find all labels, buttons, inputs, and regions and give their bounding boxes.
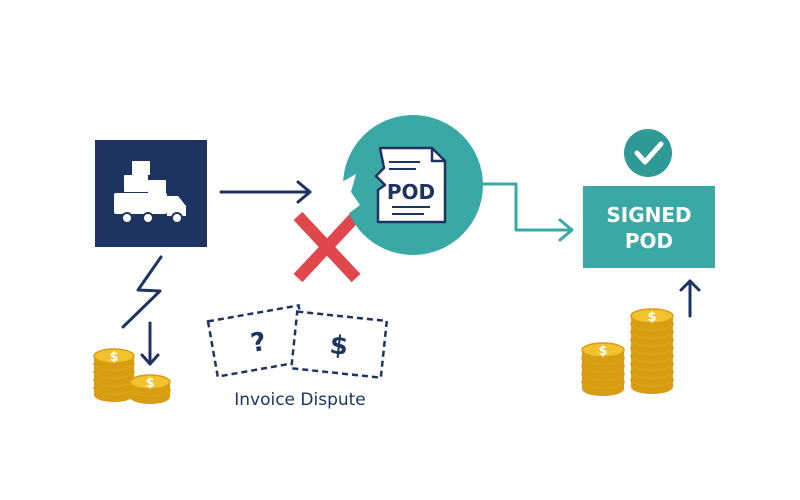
coin: $ <box>630 308 674 330</box>
signed-pod-label-line1: SIGNED <box>606 203 691 227</box>
dispute-ticket-dollar: $ <box>289 310 389 380</box>
coin-stack-icon-right: $$ <box>581 308 674 396</box>
pod-circle: POD <box>342 115 483 255</box>
coin-dollar-sign: $ <box>109 350 118 365</box>
checkmark-circle-icon <box>624 129 672 177</box>
coin: $ <box>93 348 135 370</box>
arrow-truck-to-pod <box>219 180 312 204</box>
pod-document-icon: POD <box>374 146 447 224</box>
truck-panel <box>95 140 207 247</box>
coin: $ <box>581 342 625 364</box>
dispute-question-mark: ? <box>248 327 268 359</box>
dispute-dollar-sign: $ <box>328 330 349 362</box>
coin-stack-icon-left: $$ <box>93 348 171 404</box>
signed-pod-box: SIGNED POD <box>583 186 715 268</box>
invoice-dispute-caption: Invoice Dispute <box>234 390 366 410</box>
arrow-pod-to-signed <box>481 182 574 242</box>
zigzag-arrow-down <box>121 255 163 366</box>
signed-pod-box-background <box>583 186 715 268</box>
coin-dollar-sign: $ <box>647 310 656 325</box>
coin-dollar-sign: $ <box>598 344 607 359</box>
truck-with-boxes-icon <box>114 161 186 224</box>
coin-dollar-sign: $ <box>145 376 154 391</box>
arrow-up-right <box>679 279 701 318</box>
pod-document-label: POD <box>387 180 435 204</box>
coin: $ <box>129 374 171 396</box>
invoice-dispute-group: ? $ Invoice Dispute <box>206 303 389 410</box>
red-x-icon <box>293 211 361 283</box>
pod-circle-crack <box>342 174 360 214</box>
signed-pod-label-line2: POD <box>625 229 673 253</box>
